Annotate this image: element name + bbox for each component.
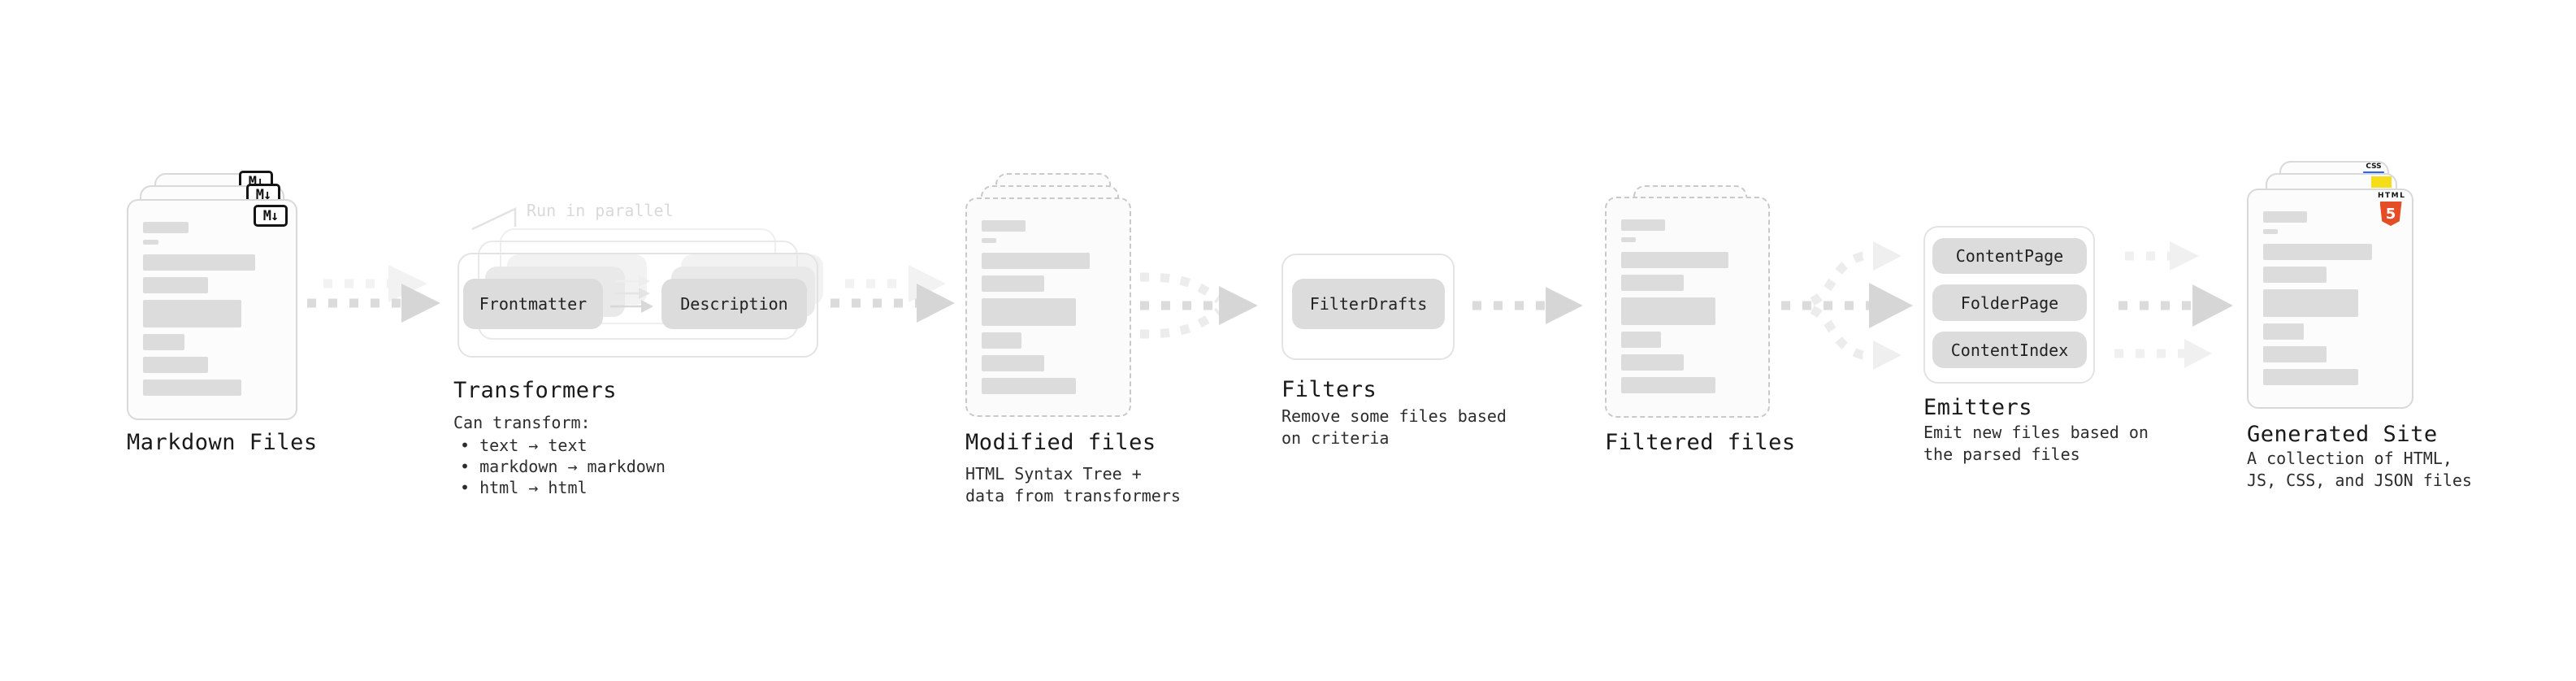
- arrow-modified-files-to-filters-converge: [1139, 272, 1258, 339]
- emitter-box-folder-page: FolderPage: [1932, 284, 2087, 321]
- modified-file-card-front: [965, 197, 1131, 417]
- run-in-parallel-connector-line: [471, 207, 517, 231]
- document-content-bars: [982, 220, 1115, 394]
- document-content-bars: [143, 222, 281, 396]
- html5-icon-shield: 5: [2379, 202, 2402, 226]
- bullet-item: • html → html: [460, 478, 588, 497]
- filtered-file-card-front: [1605, 197, 1770, 418]
- document-content-bars: [1621, 219, 1754, 393]
- bullet-item: • text → text: [460, 436, 588, 455]
- emitters-description: Emit new files based on the parsed files: [1923, 423, 2149, 464]
- generated-site-title: Generated Site: [2247, 422, 2438, 447]
- arrow-emitters-to-generated-site: [2114, 241, 2233, 368]
- transformer-group-outline-front: [458, 253, 818, 358]
- css-icon-label: CSS: [2366, 163, 2382, 171]
- html5-icon-numeral: 5: [2385, 205, 2396, 223]
- filtered-files-title: Filtered files: [1605, 430, 1796, 455]
- arrow-markdown-to-transformers: [307, 265, 440, 323]
- filters-title: Filters: [1281, 377, 1377, 402]
- transformers-title: Transformers: [453, 378, 618, 403]
- emitters-group-outline: [1923, 226, 2095, 384]
- filters-group-outline: [1281, 254, 1455, 360]
- arrow-filtered-files-to-emitters-diverge: [1781, 241, 1913, 370]
- run-in-parallel-annotation: Run in parallel: [527, 201, 674, 220]
- arrow-transformers-to-modified-files: [830, 265, 955, 323]
- modified-files-description: HTML Syntax Tree + data from transformer…: [965, 464, 1181, 505]
- html5-icon-wordmark: HTML: [2378, 192, 2406, 200]
- emitter-box-content-index: ContentIndex: [1932, 332, 2087, 368]
- document-content-bars: [2263, 211, 2397, 385]
- emitter-box-content-page: ContentPage: [1932, 238, 2087, 274]
- transformers-bullet-list: • text → text • markdown → markdown • ht…: [460, 435, 666, 498]
- filters-description: Remove some files based on criteria: [1281, 406, 1507, 448]
- markdown-icon: M↓: [254, 205, 288, 227]
- transformers-description: Can transform:: [453, 413, 591, 432]
- arrow-filters-to-filtered-files: [1472, 287, 1583, 324]
- modified-files-title: Modified files: [965, 430, 1156, 455]
- emitters-title: Emitters: [1923, 395, 2033, 420]
- generated-site-description: A collection of HTML, JS, CSS, and JSON …: [2247, 449, 2472, 490]
- bullet-item: • markdown → markdown: [460, 457, 666, 476]
- javascript-icon: [2371, 176, 2392, 188]
- markdown-files-title: Markdown Files: [127, 430, 318, 455]
- transformer-input-box: Frontmatter: [463, 279, 603, 329]
- filter-drafts-box: FilterDrafts: [1292, 279, 1445, 329]
- html5-icon: HTML 5: [2378, 192, 2406, 226]
- markdown-file-card-front: [127, 199, 297, 420]
- transformer-output-box: Description: [661, 279, 807, 329]
- generated-file-card-front: [2247, 189, 2413, 409]
